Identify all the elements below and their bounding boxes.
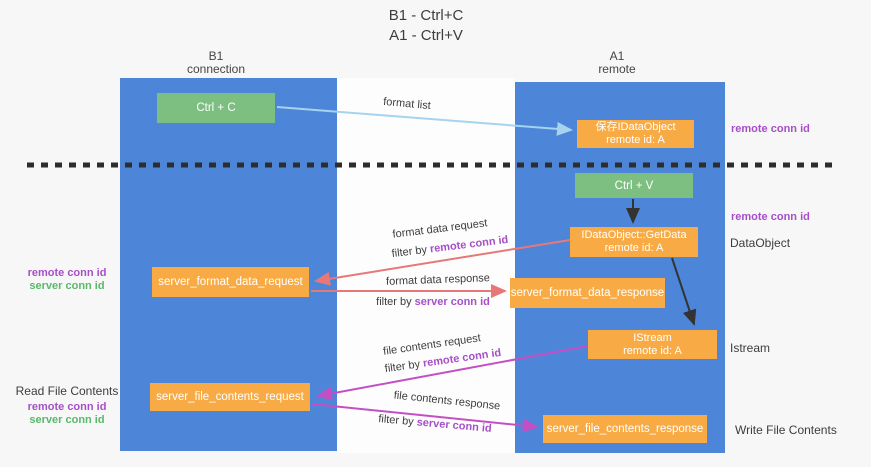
edge-label-format-data-response-filter: filter by server conn id	[363, 296, 503, 308]
lane-b1-name: B1	[208, 49, 224, 63]
node-server-file-contents-response-label: server_file_contents_response	[546, 423, 704, 435]
node-idataobject-getdata-line2: remote id: A	[604, 242, 664, 254]
node-server-format-data-request: server_format_data_request	[152, 267, 309, 297]
filter-by-text: filter by	[376, 296, 415, 308]
node-ctrl-c-label: Ctrl + C	[196, 102, 236, 114]
node-ctrl-v: Ctrl + V	[575, 173, 693, 198]
lane-a1-subtitle: remote	[598, 62, 636, 76]
node-server-file-contents-request-label: server_file_contents_request	[156, 391, 304, 403]
node-save-idataobject-line1: 保存IDataObject	[595, 121, 676, 133]
title-line-1: B1 - Ctrl+C	[388, 7, 464, 24]
note-write-file-contents: Write File Contents	[735, 423, 837, 437]
note-istream: Istream	[730, 341, 771, 355]
lane-header-b1: B1 connection	[146, 50, 286, 76]
node-server-format-data-request-label: server_format_data_request	[158, 276, 303, 288]
node-ctrl-c: Ctrl + C	[157, 93, 275, 123]
note-read-file-contents: Read File Contents	[15, 384, 119, 398]
diagram-title: B1 - Ctrl+C A1 - Ctrl+V	[326, 6, 526, 46]
node-save-idataobject: 保存IDataObject remote id: A	[577, 120, 694, 148]
node-ctrl-v-label: Ctrl + V	[614, 179, 654, 192]
node-istream-line2: remote id: A	[623, 344, 682, 357]
note-remote-conn-id-top-right: remote conn id	[731, 123, 810, 135]
lane-a1-name: A1	[609, 49, 625, 63]
node-server-format-data-response-label: server_format_data_response	[510, 287, 665, 299]
node-server-format-data-response: server_format_data_response	[510, 278, 665, 308]
node-save-idataobject-line2: remote id: A	[606, 134, 665, 146]
note-remote-conn-id-left-top: remote conn id	[27, 267, 107, 279]
node-idataobject-getdata: IDataObject::GetData remote id: A	[570, 227, 698, 257]
lane-header-a1: A1 remote	[547, 50, 687, 76]
lane-b1-subtitle: connection	[186, 62, 246, 76]
node-istream: IStream remote id: A	[588, 330, 717, 359]
filter-server-conn-id: server conn id	[414, 296, 490, 308]
node-istream-line1: IStream	[633, 331, 672, 344]
note-server-conn-id-left-top: server conn id	[29, 280, 105, 292]
title-line-2: A1 - Ctrl+V	[389, 27, 463, 44]
note-dataobject: DataObject	[730, 236, 791, 250]
node-server-file-contents-request: server_file_contents_request	[150, 383, 310, 411]
note-remote-conn-id-left-bottom: remote conn id	[27, 401, 107, 413]
note-remote-conn-id-mid-right: remote conn id	[731, 211, 810, 223]
note-server-conn-id-left-bottom: server conn id	[29, 414, 105, 426]
node-server-file-contents-response: server_file_contents_response	[543, 415, 707, 443]
node-idataobject-getdata-line1: IDataObject::GetData	[581, 229, 687, 241]
